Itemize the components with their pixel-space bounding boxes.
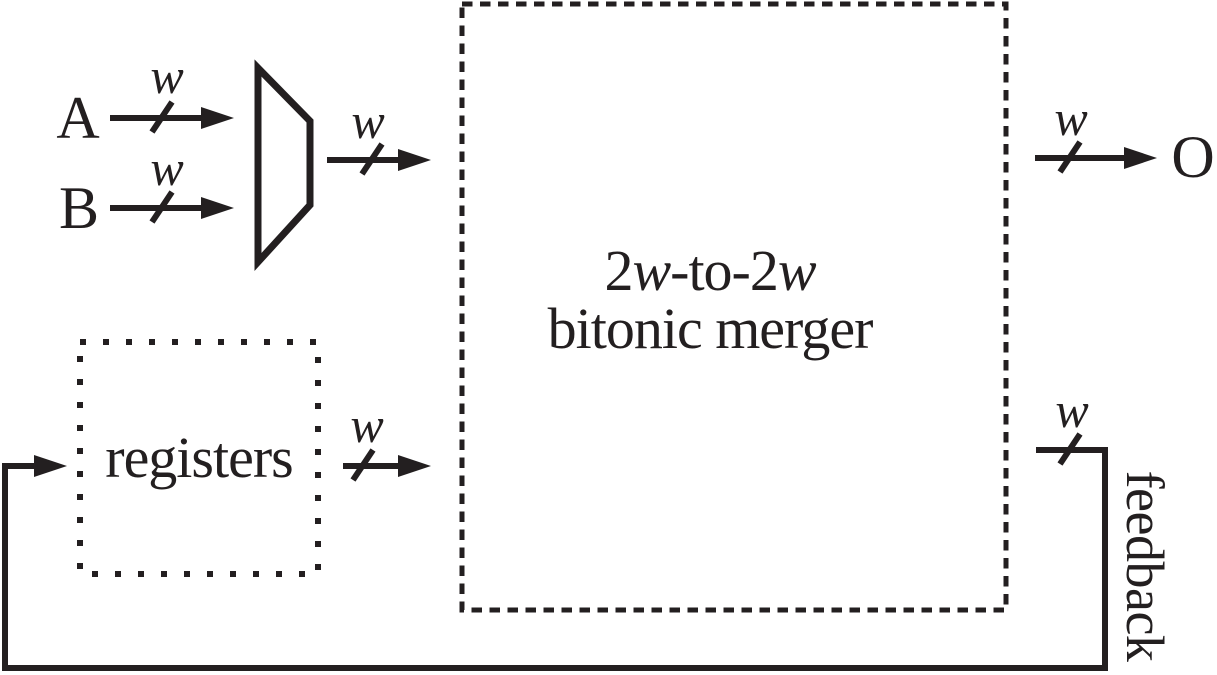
- output-bus-slash: [1057, 140, 1083, 174]
- input-a-bus-slash: [149, 100, 175, 134]
- input-a-bus-width-label: w: [150, 48, 183, 104]
- feedback-bus-width-label: w: [1055, 382, 1088, 438]
- registers-output-bus-width-label: w: [350, 397, 383, 453]
- merger-label-part-italic-w: w: [778, 238, 817, 303]
- output-o-label: O: [1171, 124, 1214, 190]
- mux-shape: [254, 59, 314, 272]
- input-a-label: A: [56, 85, 99, 151]
- input-b-arrowhead: [201, 197, 234, 219]
- merger-label-part: 2: [604, 238, 632, 303]
- mux-output-bus-width-label: w: [351, 93, 384, 149]
- bitonic-merger-box: [459, 1, 1009, 613]
- input-a-arrowhead: [201, 107, 234, 129]
- feedback-arrowhead: [34, 455, 67, 477]
- feedback-label: feedback: [1115, 471, 1175, 662]
- feedback-path: [2, 447, 1108, 671]
- bitonic-merger-label-line1: 2w-to-2w: [604, 238, 816, 303]
- registers-box: [77, 339, 321, 577]
- output-bus-width-label: w: [1054, 90, 1087, 146]
- feedback-bus-slash: [1057, 432, 1083, 466]
- input-b-bus-width-label: w: [150, 140, 183, 196]
- registers-output-bus-slash: [350, 448, 376, 482]
- mux-output-arrowhead: [398, 149, 431, 171]
- output-arrowhead: [1124, 147, 1157, 169]
- registers-output-arrowhead: [398, 455, 431, 477]
- mux-output-bus-slash: [359, 142, 385, 176]
- merger-label-part-italic-w: w: [632, 238, 671, 303]
- input-b-bus-slash: [149, 190, 175, 224]
- input-b-label: B: [59, 175, 99, 241]
- registers-label: registers: [105, 425, 293, 490]
- merger-label-part: -to-2: [670, 238, 778, 303]
- bitonic-merger-label-line2: bitonic merger: [548, 296, 873, 361]
